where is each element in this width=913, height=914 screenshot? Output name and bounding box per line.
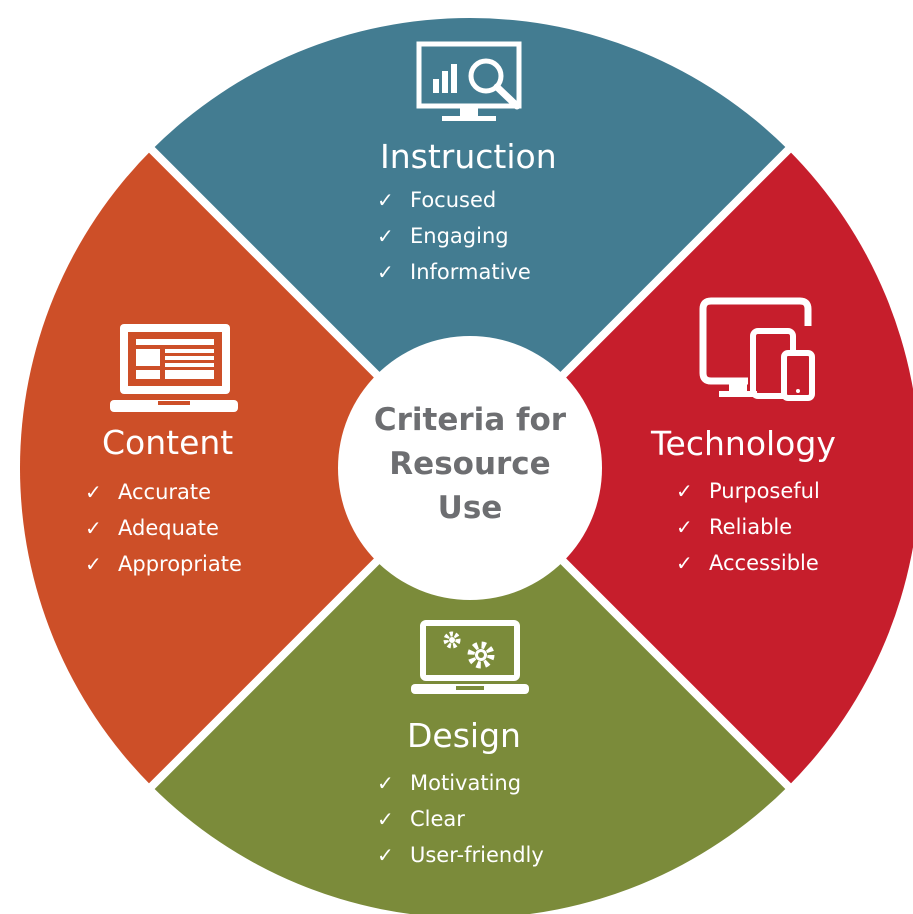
- center-label: Criteria for Resource Use: [340, 398, 600, 530]
- center-line: Use: [437, 490, 503, 526]
- check-icon: ✓: [377, 843, 394, 867]
- center-line: Criteria for: [373, 402, 567, 438]
- center-line: Resource: [389, 446, 551, 482]
- check-icon: ✓: [377, 771, 394, 795]
- instruction-item: ✓Engaging: [377, 218, 531, 254]
- check-icon: ✓: [377, 224, 394, 248]
- instruction-title: Instruction: [380, 137, 557, 176]
- check-icon: ✓: [676, 479, 693, 503]
- devices-icon: [699, 297, 815, 401]
- laptop-gears-icon: [411, 620, 529, 694]
- center-circle: [338, 336, 602, 600]
- content-title: Content: [102, 423, 234, 462]
- check-icon: ✓: [85, 516, 102, 540]
- content-list: ✓Accurate ✓Adequate ✓Appropriate: [85, 474, 242, 582]
- technology-title: Technology: [651, 424, 836, 463]
- check-icon: ✓: [676, 515, 693, 539]
- check-icon: ✓: [377, 807, 394, 831]
- design-item: ✓Motivating: [377, 765, 544, 801]
- content-item: ✓Accurate: [85, 474, 242, 510]
- check-icon: ✓: [377, 260, 394, 284]
- check-icon: ✓: [377, 188, 394, 212]
- content-item: ✓Appropriate: [85, 546, 242, 582]
- technology-list: ✓Purposeful ✓Reliable ✓Accessible: [676, 473, 820, 581]
- content-segment: [19, 149, 471, 787]
- instruction-segment: [151, 17, 789, 469]
- design-list: ✓Motivating ✓Clear ✓User-friendly: [377, 765, 544, 873]
- design-item: ✓User-friendly: [377, 837, 544, 873]
- design-title: Design: [407, 716, 521, 755]
- instruction-list: ✓Focused ✓Engaging ✓Informative: [377, 182, 531, 290]
- instruction-item: ✓Focused: [377, 182, 531, 218]
- check-icon: ✓: [676, 551, 693, 575]
- laptop-layout-icon: [110, 324, 238, 412]
- check-icon: ✓: [85, 480, 102, 504]
- technology-item: ✓Purposeful: [676, 473, 820, 509]
- design-item: ✓Clear: [377, 801, 544, 837]
- check-icon: ✓: [85, 552, 102, 576]
- technology-item: ✓Reliable: [676, 509, 820, 545]
- technology-item: ✓Accessible: [676, 545, 820, 581]
- analytics-monitor-icon: [416, 41, 522, 121]
- instruction-item: ✓Informative: [377, 254, 531, 290]
- content-item: ✓Adequate: [85, 510, 242, 546]
- technology-segment: [470, 149, 913, 787]
